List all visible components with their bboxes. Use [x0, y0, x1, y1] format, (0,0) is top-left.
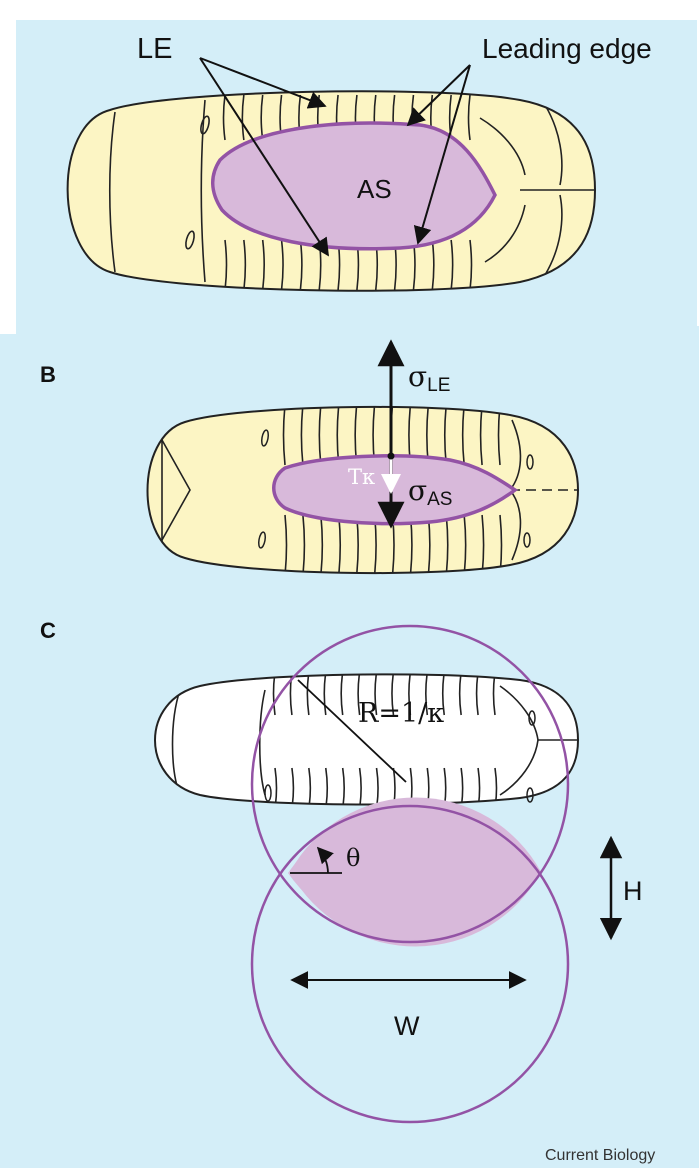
label-le: LE [137, 33, 172, 65]
label-as: AS [357, 174, 392, 204]
panel-b-mask [0, 326, 16, 334]
sigma-as-symbol: σ [408, 474, 427, 507]
radius-text: R=1/κ [358, 698, 444, 729]
panel-a: LE Leading edge AS [16, 20, 697, 326]
junction-point [388, 453, 395, 460]
sigma-le-subscript: LE [427, 375, 450, 396]
label-leading-edge: Leading edge [482, 33, 652, 64]
label-height: H [623, 876, 643, 906]
label-width: W [394, 1011, 420, 1041]
journal-credit: Current Biology [545, 1147, 655, 1164]
panel-b-letter: B [40, 362, 56, 387]
label-theta: θ [346, 844, 360, 872]
embryo-outline-c [155, 674, 578, 804]
panel-c-letter: C [40, 618, 56, 643]
label-radius: R=1/κ [358, 698, 444, 729]
sigma-as-subscript: AS [427, 489, 452, 510]
sigma-le-symbol: σ [408, 360, 427, 393]
label-t-kappa: Tκ [348, 465, 375, 489]
